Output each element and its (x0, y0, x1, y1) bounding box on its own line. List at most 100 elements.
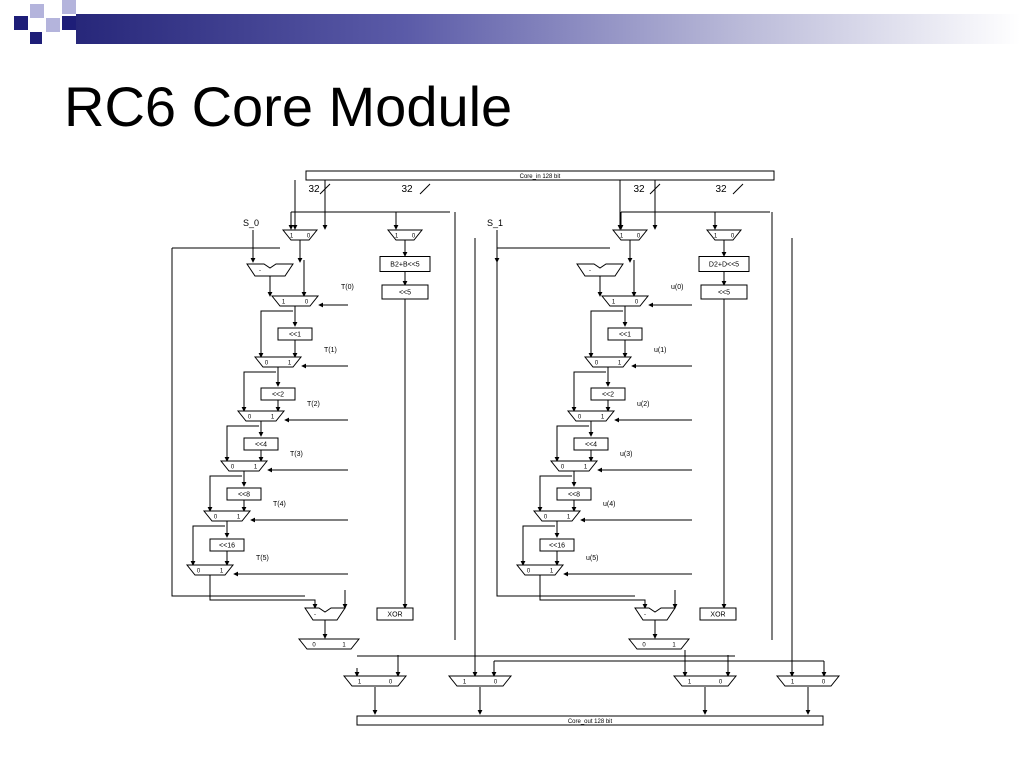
right-chain-mux-0 (600, 295, 650, 307)
left-shift-block-3-label: <<8 (238, 492, 250, 499)
core-in-bus (305, 170, 775, 181)
left-chain-label-4: T(4) (273, 501, 286, 508)
right-chain-label-2: u(2) (637, 401, 649, 408)
left-chain-label-3: T(3) (290, 451, 303, 458)
left-chain-mux-2-in-b: 1 (271, 415, 275, 421)
core-out-label: Core_out 128 bit (568, 719, 613, 725)
right-mux-top-a (611, 229, 649, 241)
right-out-mux-in-a: 0 (642, 643, 646, 649)
out-mux-c-in-b: 0 (719, 680, 723, 686)
right-out-mux-in-b: 1 (672, 643, 676, 649)
bus-width-2: 32 (633, 184, 645, 195)
right-func-block-label: D2+D<<5 (709, 262, 739, 269)
left-shift-block-2-label: <<4 (255, 442, 267, 449)
left-shift-block-1-label: <<2 (272, 392, 284, 399)
right-chain-mux-0-in-a: 1 (612, 300, 616, 306)
left-chain-mux-3-in-a: 0 (231, 465, 235, 471)
wire-20 (258, 310, 293, 358)
left-chain-label-1: T(1) (324, 347, 337, 354)
wire-35 (207, 475, 242, 512)
right-mux-top-a-in-a: 1 (620, 234, 624, 240)
left-chain-mux-3 (219, 460, 269, 472)
wire-80 (537, 475, 572, 512)
out-mux-a-in-b: 0 (389, 680, 393, 686)
wire-40 (190, 525, 225, 566)
core-in-label: Core_in 128 bit (520, 174, 561, 180)
left-func-block-label: B2+B<<5 (390, 262, 419, 269)
out-mux-a (342, 675, 408, 687)
right-mux-top-a-in-b: 0 (637, 234, 641, 240)
right-chain-mux-1-in-b: 1 (618, 361, 622, 367)
left-final-sub-minus: - (314, 612, 316, 618)
left-out-mux (297, 638, 361, 650)
right-chain-label-5: u(5) (586, 555, 598, 562)
right-shift-block-1 (590, 387, 626, 401)
right-mux-top-b-in-b: 0 (731, 234, 735, 240)
left-chain-mux-5 (185, 564, 235, 576)
out-mux-b-in-a: 1 (463, 680, 467, 686)
right-chain-label-1: u(1) (654, 347, 666, 354)
left-chain-mux-0-in-b: 0 (305, 300, 309, 306)
left-mux-top-a (281, 229, 319, 241)
out-mux-a-in-a: 1 (358, 680, 362, 686)
out-mux-d (775, 675, 841, 687)
right-subtractor-minus: - (589, 268, 591, 274)
right-shift5-block (700, 284, 748, 300)
left-shift-block-0 (277, 327, 313, 341)
right-chain-label-4: u(4) (603, 501, 615, 508)
slide-title: RC6 Core Module (64, 75, 513, 138)
right-shift-block-4-label: <<16 (549, 543, 565, 550)
right-shift-block-1-label: <<2 (602, 392, 614, 399)
left-mux-top-a-in-b: 0 (307, 234, 311, 240)
left-mux-top-a-in-a: 1 (290, 234, 294, 240)
wire-43 (171, 248, 305, 597)
left-xor-block-label: XOR (387, 612, 402, 619)
left-final-sub (304, 607, 346, 621)
right-final-sub-minus: - (644, 612, 646, 618)
left-chain-mux-1 (253, 356, 303, 368)
wire-30 (224, 425, 259, 462)
right-chain-mux-0-in-b: 0 (635, 300, 639, 306)
out-mux-c (672, 675, 738, 687)
wire-75 (554, 425, 589, 462)
title-gradient-bar (76, 14, 1020, 44)
left-subtractor-minus: - (259, 268, 261, 274)
right-shift-block-3 (556, 487, 592, 501)
left-chain-mux-0 (270, 295, 320, 307)
left-chain-mux-4-in-a: 0 (214, 515, 218, 521)
left-chain-label-2: T(2) (307, 401, 320, 408)
right-chain-mux-2-in-b: 1 (601, 415, 605, 421)
out-mux-b-in-b: 0 (494, 680, 498, 686)
left-mux-top-b-in-a: 1 (395, 234, 399, 240)
wire-3 (732, 183, 744, 195)
wire-65 (588, 310, 623, 358)
right-shift-block-2 (573, 437, 609, 451)
out-mux-d-in-a: 1 (791, 680, 795, 686)
right-chain-mux-3-in-a: 0 (561, 465, 565, 471)
right-chain-mux-2 (566, 410, 616, 422)
right-mux-top-b (705, 229, 743, 241)
right-chain-mux-4-in-a: 0 (544, 515, 548, 521)
left-shift-block-4 (209, 538, 245, 552)
left-chain-mux-5-in-a: 0 (197, 569, 201, 575)
left-chain-mux-3-in-b: 1 (254, 465, 258, 471)
right-chain-mux-5-in-a: 0 (527, 569, 531, 575)
wire-85 (520, 525, 555, 566)
left-chain-mux-1-in-a: 0 (265, 361, 269, 367)
left-mux-top-b (386, 229, 424, 241)
right-chain-mux-3-in-b: 1 (584, 465, 588, 471)
right-final-sub (634, 607, 676, 621)
right-s-label: S_1 (487, 218, 503, 228)
right-xor-block-label: XOR (710, 612, 725, 619)
wire-70 (571, 371, 606, 412)
out-mux-b (447, 675, 513, 687)
right-shift-block-0 (607, 327, 643, 341)
left-s-label: S_0 (243, 218, 259, 228)
left-chain-mux-5-in-b: 1 (220, 569, 224, 575)
left-chain-mux-4 (202, 510, 252, 522)
wire-25 (241, 371, 276, 412)
right-subtractor (576, 263, 624, 277)
left-chain-mux-4-in-b: 1 (237, 515, 241, 521)
left-shift-block-3 (226, 487, 262, 501)
